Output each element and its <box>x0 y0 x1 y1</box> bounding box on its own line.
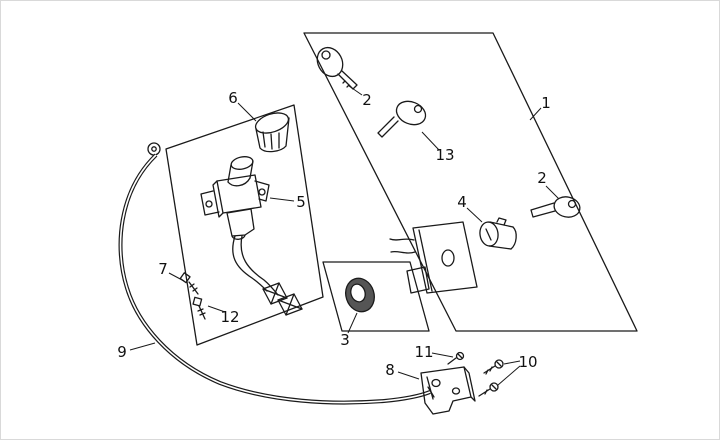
part-3-seal-ring-icon <box>345 277 375 313</box>
callout-5-label: 5 <box>296 193 306 211</box>
part-4-lock-cylinder-icon <box>479 217 517 250</box>
seal-outline-box <box>322 261 430 332</box>
part-2-key-top-icon <box>316 46 358 90</box>
callout-12-label: 12 <box>220 308 239 326</box>
part-7-bolt-icon <box>179 272 199 295</box>
callout-2b-label: 2 <box>537 169 547 187</box>
callout-7-label: 7 <box>158 260 168 278</box>
part-10-screws-icon <box>478 359 504 397</box>
part-5-wiring <box>232 235 303 316</box>
part-8-lock-bracket-icon <box>420 366 476 415</box>
part-12-bolt-icon <box>192 296 206 320</box>
part-5-ignition-switch-icon <box>200 156 270 240</box>
callout-6-label: 6 <box>228 89 238 107</box>
switch-outline-box <box>165 104 324 346</box>
callout-1-label: 1 <box>541 94 551 112</box>
part-11-screw-icon <box>447 351 465 365</box>
frame-plate <box>389 221 478 294</box>
kit-outline-box <box>303 32 638 332</box>
callout-labels: 1 2 2 3 4 5 6 7 8 9 10 11 12 13 <box>117 89 551 379</box>
callout-4-label: 4 <box>457 193 467 211</box>
part-6-switch-cap-icon <box>254 112 290 153</box>
callout-leader-lines <box>129 85 560 386</box>
part-13-key-icon <box>377 100 427 138</box>
callout-13-label: 13 <box>435 146 454 164</box>
callout-2a-label: 2 <box>362 91 372 109</box>
callout-11-label: 11 <box>414 343 433 361</box>
callout-9-label: 9 <box>117 343 127 361</box>
callout-10-label: 10 <box>518 353 537 371</box>
part-2-key-right-icon <box>530 196 581 218</box>
callout-8-label: 8 <box>385 361 395 379</box>
callout-3-label: 3 <box>340 331 350 349</box>
